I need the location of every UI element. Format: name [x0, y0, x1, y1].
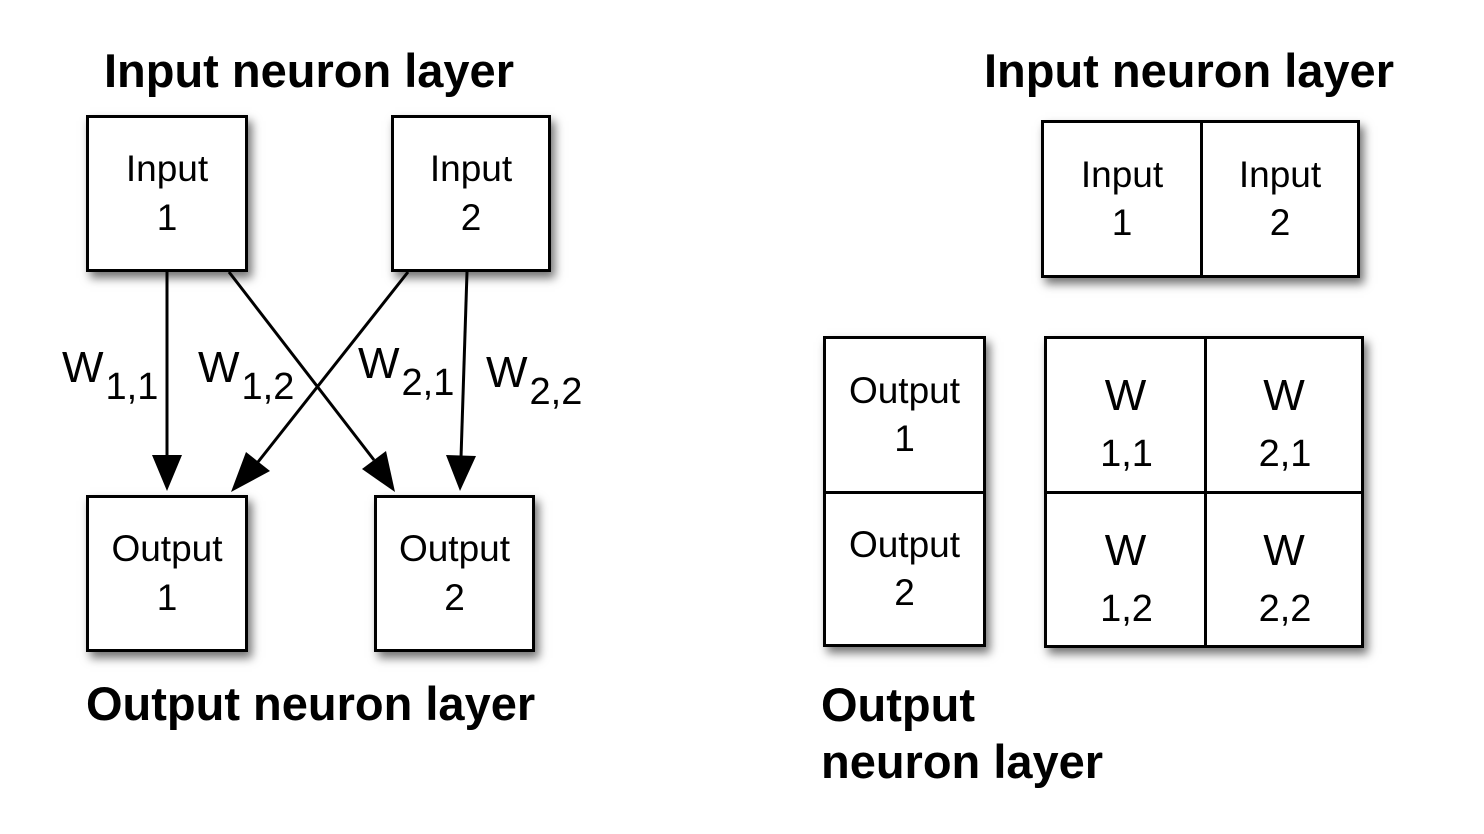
left-input-2-label: Input 2 [394, 118, 548, 269]
right-matrix-divider-h [1047, 491, 1361, 494]
right-matrix-w22-sub: 2,2 [1258, 587, 1312, 630]
right-matrix-w22-base: W [1263, 525, 1305, 575]
left-weight-w11: W1,1 [62, 343, 158, 407]
right-input-divider [1200, 123, 1203, 275]
left-output-2-label: Output 2 [377, 498, 532, 649]
arrow-head-input2-output2 [446, 455, 476, 491]
left-input-1-label: Input 1 [89, 118, 245, 269]
right-matrix-w11-base: W [1104, 371, 1147, 420]
right-output-1-cell: Output 1 [826, 339, 983, 491]
right-input-2-cell: Input 2 [1203, 123, 1357, 275]
left-output-1-label: Output 1 [89, 498, 245, 649]
right-matrix-w11: W 1,1 [1098, 371, 1153, 474]
left-weight-w21-base: W [358, 339, 400, 388]
arrow-input2-output2 [459, 271, 469, 459]
right-matrix-cell-w22: W 2,2 [1207, 494, 1361, 645]
right-input-1-line1: Input [1080, 153, 1164, 195]
left-weight-w11-sub: 1,1 [105, 366, 159, 408]
right-input-layer-title: Input neuron layer [984, 44, 1394, 97]
right-output-column: Output 1 Output 2 [823, 336, 986, 647]
right-output-layer-title: Output neuron layer [821, 676, 1103, 791]
left-input-2-line1: Input [429, 148, 513, 190]
left-weight-w22-sub: 2,2 [529, 371, 583, 413]
left-weight-w22-base: W [486, 348, 528, 397]
left-weight-w11-base: W [62, 343, 104, 392]
right-matrix-w12: W 1,2 [1098, 525, 1153, 628]
right-output-layer-title-line1: Output [821, 678, 975, 731]
left-output-1-line1: Output [111, 528, 223, 570]
left-output-1-box: Output 1 [86, 495, 248, 652]
left-weight-w12: W1,2 [198, 343, 294, 407]
arrow-head-input2-output1 [231, 452, 270, 492]
right-matrix-cell-w11: W 1,1 [1047, 339, 1204, 491]
left-input-1-line2: 1 [156, 196, 178, 238]
left-input-layer-title: Input neuron layer [104, 44, 514, 97]
right-input-1-line2: 1 [1111, 202, 1133, 243]
arrow-input1-output2 [227, 271, 376, 461]
right-matrix-w12-base: W [1104, 525, 1147, 575]
left-weight-w21: W2,1 [358, 339, 454, 403]
right-output-layer-title-line2: neuron layer [821, 735, 1104, 789]
arrow-head-input1-output1 [152, 455, 182, 491]
left-input-2-box: Input 2 [391, 115, 551, 272]
arrow-input2-output1 [256, 271, 410, 463]
left-input-2-line2: 2 [460, 196, 482, 238]
right-matrix-cell-w21: W 2,1 [1207, 339, 1361, 491]
right-output-divider [826, 491, 983, 494]
left-weight-w21-sub: 2,1 [401, 362, 455, 404]
right-input-row: Input 1 Input 2 [1041, 120, 1360, 278]
arrow-head-input1-output2 [362, 451, 395, 492]
left-weight-w12-base: W [198, 343, 240, 392]
right-output-2-cell: Output 2 [826, 494, 983, 644]
left-output-2-box: Output 2 [374, 495, 535, 652]
right-weight-matrix: W 1,1 W 2,1 W 1,2 W 2,2 [1044, 336, 1364, 648]
right-output-2-line1: Output [848, 523, 961, 565]
left-input-1-box: Input 1 [86, 115, 248, 272]
right-matrix-w21-sub: 2,1 [1258, 433, 1312, 475]
right-matrix-w11-sub: 1,1 [1100, 433, 1153, 475]
right-matrix-cell-w12: W 1,2 [1047, 494, 1204, 645]
left-output-2-line2: 2 [444, 576, 465, 618]
left-input-1-line1: Input [125, 148, 209, 190]
right-matrix-w21-base: W [1263, 371, 1305, 420]
right-input-1-cell: Input 1 [1044, 123, 1200, 275]
left-weight-w22: W2,2 [486, 348, 582, 412]
left-weight-w12-sub: 1,2 [241, 366, 295, 408]
right-matrix-w22: W 2,2 [1257, 525, 1312, 628]
right-input-2-line1: Input [1238, 153, 1322, 195]
left-output-2-line1: Output [398, 528, 511, 570]
right-output-1-line2: 1 [894, 418, 915, 459]
right-input-2-line2: 2 [1269, 202, 1291, 243]
left-output-layer-title: Output neuron layer [86, 677, 536, 730]
left-output-1-line2: 1 [156, 576, 178, 618]
right-matrix-w21: W 2,1 [1257, 371, 1312, 474]
right-matrix-w12-sub: 1,2 [1100, 587, 1153, 630]
right-output-2-line2: 2 [894, 572, 915, 613]
right-output-1-line1: Output [848, 369, 961, 411]
